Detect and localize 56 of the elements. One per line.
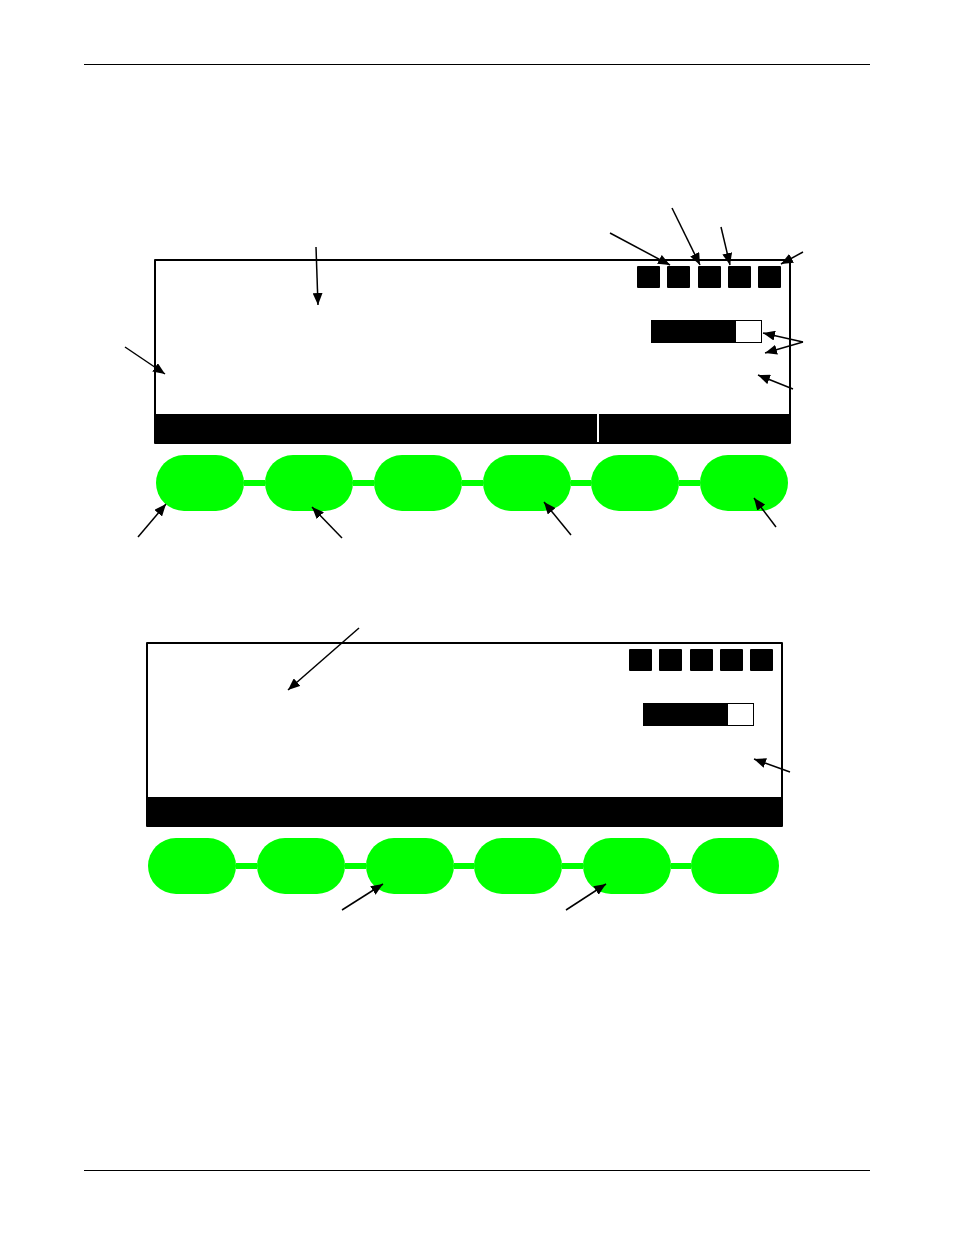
- connector-line: [571, 480, 591, 486]
- status-bar: [599, 414, 791, 443]
- softkey: [374, 455, 462, 511]
- connector-line: [462, 480, 483, 486]
- status-indicator: [659, 649, 682, 671]
- leader-arrow: [720, 226, 733, 266]
- softkey: [691, 838, 779, 894]
- display-screen: [146, 642, 783, 827]
- connector-line: [562, 863, 583, 869]
- leader-arrow: [753, 758, 791, 773]
- status-indicator: [667, 266, 690, 288]
- status-indicator: [690, 649, 713, 671]
- leader-arrow: [757, 374, 794, 390]
- connector-line: [244, 480, 265, 486]
- connector-line: [679, 480, 700, 486]
- leader-arrow: [753, 497, 777, 528]
- softkey: [257, 838, 345, 894]
- status-indicator: [750, 649, 773, 671]
- status-indicator: [637, 266, 660, 288]
- leader-arrow: [312, 246, 323, 306]
- status-indicator: [728, 266, 751, 288]
- level-gauge: [643, 703, 754, 726]
- level-gauge: [651, 320, 762, 343]
- display-screen: [154, 259, 791, 444]
- connector-line: [454, 863, 474, 869]
- leader-arrow: [671, 207, 701, 266]
- softkey: [265, 455, 353, 511]
- status-indicator: [720, 649, 743, 671]
- leader-arrow: [764, 341, 804, 355]
- leader-arrow: [543, 501, 572, 536]
- leader-arrow: [341, 883, 384, 911]
- leader-arrow: [565, 883, 607, 911]
- softkey: [156, 455, 244, 511]
- status-bar: [146, 797, 783, 826]
- leader-arrow: [311, 506, 343, 539]
- leader-arrow: [762, 330, 804, 343]
- status-indicator: [758, 266, 781, 288]
- softkey: [474, 838, 562, 894]
- connector-line: [353, 480, 374, 486]
- softkey: [483, 455, 571, 511]
- status-indicator: [629, 649, 652, 671]
- softkey: [148, 838, 236, 894]
- leader-arrow: [780, 251, 804, 265]
- leader-arrow: [609, 232, 671, 266]
- connector-line: [345, 863, 366, 869]
- status-indicator: [698, 266, 721, 288]
- softkey: [583, 838, 671, 894]
- status-bar: [154, 414, 597, 443]
- leader-arrow: [287, 627, 360, 691]
- softkey: [700, 455, 788, 511]
- connector-line: [671, 863, 691, 869]
- connector-line: [236, 863, 257, 869]
- leader-arrow: [124, 346, 166, 375]
- softkey: [366, 838, 454, 894]
- leader-arrow: [137, 503, 167, 538]
- softkey: [591, 455, 679, 511]
